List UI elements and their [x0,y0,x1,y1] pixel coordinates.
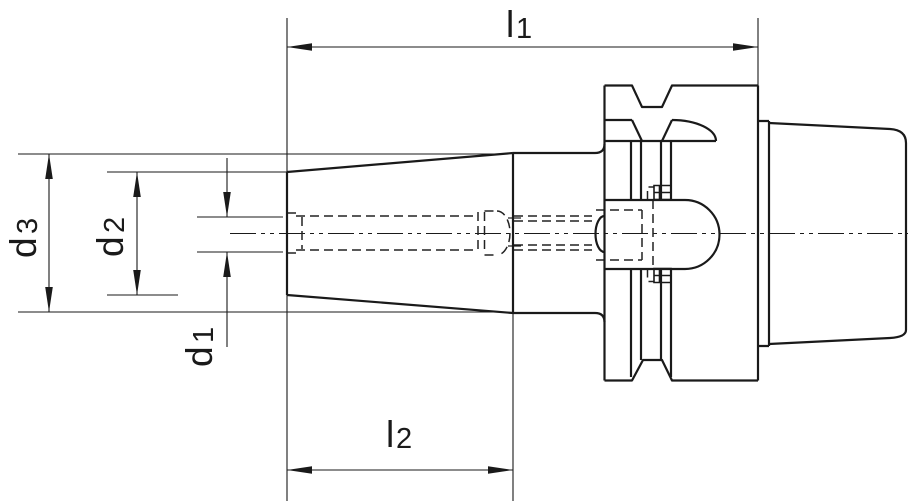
shank-taper [768,121,908,346]
dim-label-d1-sub: 1 [188,327,220,343]
dim-label-d3: d 3 [3,218,44,258]
dim-label-l2: l 2 [386,414,412,455]
screw-bracket-bottom [646,268,654,283]
dim-label-l1-sub: 1 [516,13,532,45]
screw-bracket-top [646,186,654,200]
hidden-bore-lines [288,186,654,283]
taper-top-edge [286,151,514,174]
dim-label-d1-main: d [179,346,220,367]
thin-detail-lines [508,217,521,247]
groove-section-verticals-top [629,141,673,200]
collar-bottom-edge [513,311,606,323]
dimension-labels: l 1 l 2 d 3 d 2 d 1 [3,4,532,455]
dim-label-d3-sub: 3 [12,218,44,234]
dim-label-l2-main: l [386,414,394,455]
arrow-d1-top [223,192,231,217]
arrow-d1-bottom [223,252,231,277]
arrow-l1-left [287,43,312,51]
collar-top-edge [513,143,606,155]
cavity-left-cap [594,214,605,254]
arrowheads [45,43,758,474]
cavity-capsule [604,198,721,271]
groove-section-verticals-bottom [629,269,673,377]
arrow-l1-right [733,43,758,51]
taper-bottom-edge [286,293,514,315]
dim-label-d2-sub: 2 [99,217,131,233]
flange-top-edge [604,84,758,109]
dim-label-l2-sub: 2 [396,423,412,455]
groove-left-wall [631,119,643,142]
arrow-d3-top [45,154,53,179]
arrow-l2-right [488,466,513,474]
arrow-d2-top [133,172,141,197]
dim-label-l1: l 1 [506,4,532,45]
dim-label-d2: d 2 [90,217,131,257]
dim-label-d2-main: d [90,236,131,257]
groove-arc [671,118,718,142]
dim-label-d1: d 1 [179,327,220,367]
dimension-lines [48,46,758,471]
shank-neck [758,119,771,348]
dim-label-l1-main: l [506,4,514,45]
counterbore-dome [496,210,511,256]
arrow-d3-bottom [45,287,53,312]
object-outline [285,84,908,382]
dim-label-d3-main: d [3,237,44,258]
flange-bottom-edge [604,358,758,382]
groove-right-wall [661,119,673,142]
arrow-d2-bottom [133,270,141,295]
arrow-l2-left [287,466,312,474]
